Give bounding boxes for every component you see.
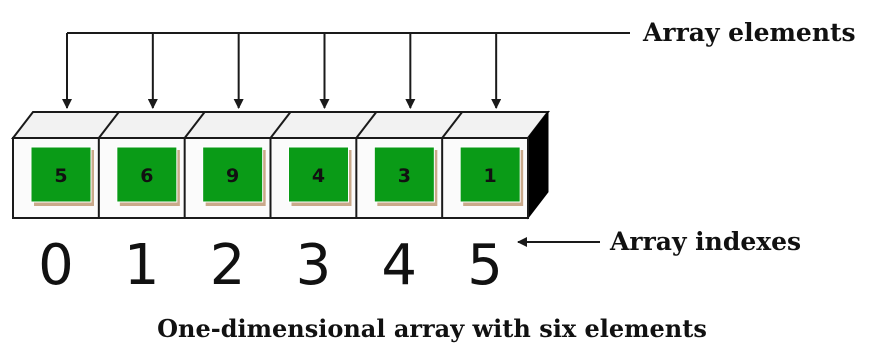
cell-top-divider [269, 111, 292, 139]
cell-top-divider [98, 111, 120, 139]
index-label: 1 [124, 233, 160, 298]
element-arrows [62, 33, 502, 109]
index-label: 3 [296, 233, 332, 298]
cell-value: 4 [312, 165, 325, 187]
index-label: 0 [38, 233, 74, 298]
cell-box [373, 146, 435, 203]
cell-value: 9 [226, 165, 239, 187]
cell-value: 5 [54, 165, 67, 187]
cell-top-divider [355, 111, 378, 139]
cell-box [288, 146, 349, 203]
index-label: 2 [210, 233, 246, 298]
elements-bracket [62, 32, 630, 109]
cell-box [459, 146, 521, 203]
cell-value: 3 [398, 165, 411, 187]
index-label: 4 [381, 233, 417, 298]
array-elements-label: Array elements [642, 18, 856, 47]
array-cells: 5 6 9 4 3 1 [30, 111, 524, 218]
cell-top-divider [183, 111, 206, 139]
cell-value: 1 [484, 165, 497, 187]
cell-top-divider [441, 111, 463, 139]
cell-box [30, 146, 92, 203]
diagram-caption: One-dimensional array with six elements [157, 314, 707, 343]
array-indexes-label: Array indexes [609, 227, 801, 256]
index-label: 5 [467, 233, 503, 298]
cell-box [202, 146, 264, 203]
cell-box [116, 146, 178, 203]
cell-value: 6 [140, 165, 153, 187]
array-box: 5 6 9 4 3 1 [10, 110, 551, 220]
